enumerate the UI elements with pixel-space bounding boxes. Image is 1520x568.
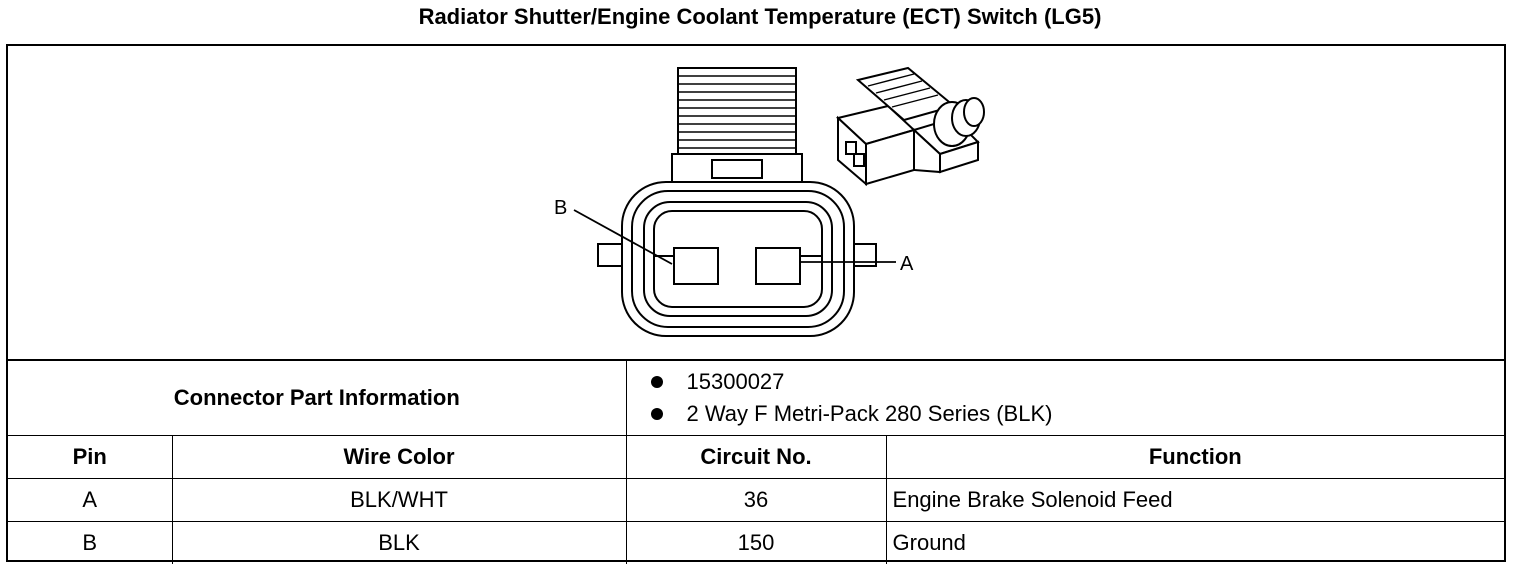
pin-cell: B: [8, 521, 173, 564]
wire-color-cell: BLK/WHT: [171, 478, 627, 522]
page-title: Radiator Shutter/Engine Coolant Temperat…: [418, 4, 1102, 29]
connector-type: 2 Way F Metri-Pack 280 Series (BLK): [686, 401, 1053, 426]
cavity-b: [673, 247, 719, 285]
header-circuit: Circuit No.: [625, 435, 887, 479]
bullet-icon: [650, 408, 663, 420]
table-row: A BLK/WHT 36 Engine Brake Solenoid Feed: [8, 478, 1505, 522]
bullet-icon: [650, 376, 663, 388]
circuit-cell: 36: [625, 478, 887, 522]
cavity-a: [755, 247, 801, 285]
connector-drawing: B A: [554, 66, 985, 337]
function-cell: Ground: [885, 521, 1505, 564]
connector-diagram-panel: B A: [8, 46, 1504, 360]
wire-color-cell: BLK: [171, 521, 627, 564]
connector-info-list: 15300027 2 Way F Metri-Pack 280 Series (…: [625, 360, 1505, 436]
function-cell: Engine Brake Solenoid Feed: [885, 478, 1505, 522]
connector-frame: B A: [6, 44, 1506, 564]
connector-iso-view: [835, 66, 985, 187]
connector-lock-tab: [677, 67, 797, 157]
part-number: 15300027: [686, 369, 785, 394]
pin-label-b: B: [554, 197, 567, 219]
header-wire-color: Wire Color: [171, 435, 627, 479]
table-row: B BLK 150 Ground: [8, 521, 1505, 564]
pin-label-a: A: [900, 253, 914, 275]
connector-type-item: 2 Way F Metri-Pack 280 Series (BLK): [650, 398, 1505, 430]
leader-b: [573, 209, 673, 265]
header-pin: Pin: [8, 435, 173, 479]
connector-info-label: Connector Part Information: [8, 360, 627, 436]
header-row: Pin Wire Color Circuit No. Function: [8, 435, 1505, 479]
connector-info-row: Connector Part Information 15300027 2 Wa…: [8, 360, 1505, 436]
header-function: Function: [885, 435, 1505, 479]
connector-table: Connector Part Information 15300027 2 Wa…: [8, 360, 1505, 564]
part-number-item: 15300027: [650, 366, 1505, 398]
circuit-cell: 150: [625, 521, 887, 564]
pin-cell: A: [8, 478, 173, 522]
